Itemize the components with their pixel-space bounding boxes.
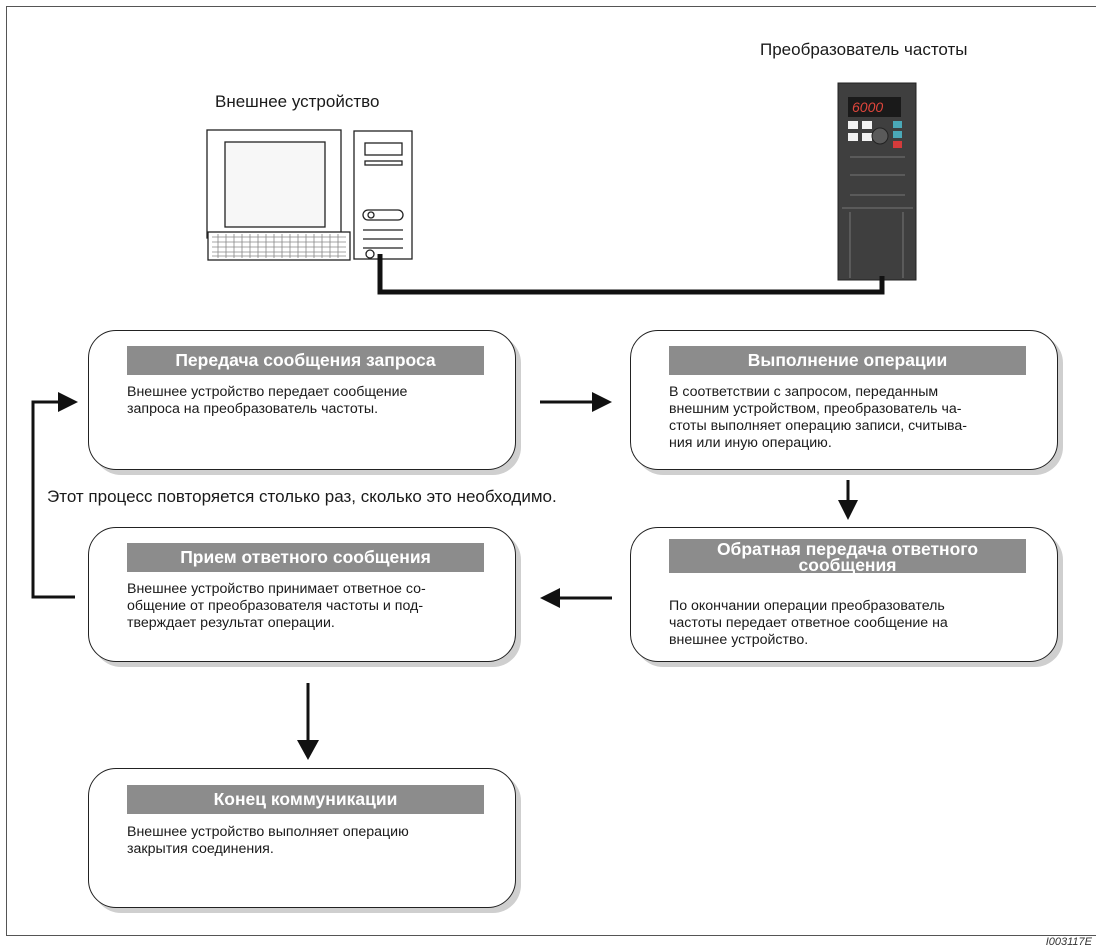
step-reply-transmission: Обратная передача ответного сообщения По… (630, 527, 1058, 662)
arrow-reply-to-reception (540, 588, 612, 608)
step-request-transmission: Передача сообщения запроса Внешнее устро… (88, 330, 516, 470)
step-description: По окончании операции преобразователь ча… (669, 598, 948, 648)
repeat-note: Этот процесс повторяется столько раз, ск… (47, 487, 557, 506)
step-title: Обратная передача ответного сообщения (669, 539, 1026, 574)
arrow-reception-to-end (297, 683, 319, 760)
arrow-repeat-loop (31, 392, 78, 599)
step-title: Конец коммуникации (127, 785, 484, 814)
step-description: Внешнее устройство выполняет операцию за… (127, 824, 409, 857)
step-description: В соответствии с запросом, переданным вн… (669, 384, 968, 451)
arrow-request-to-operation (540, 392, 612, 412)
figure-code: I003117E (1045, 936, 1092, 948)
inverter-label: Преобразователь частоты (760, 40, 968, 59)
communication-cable (377, 254, 885, 295)
arrow-operation-to-reply (838, 480, 858, 520)
computer-icon (206, 129, 413, 261)
step-title: Передача сообщения запроса (127, 346, 484, 375)
step-reply-reception: Прием ответного сообщения Внешнее устрой… (88, 527, 516, 662)
step-title: Выполнение операции (669, 346, 1026, 375)
inverter-device-icon (837, 82, 917, 281)
step-description: Внешнее устройство передает сообщение за… (127, 384, 408, 417)
inverter-display-text: 6000 (852, 99, 883, 115)
step-communication-end: Конец коммуникации Внешнее устройство вы… (88, 768, 516, 908)
step-operation-execution: Выполнение операции В соответствии с зап… (630, 330, 1058, 470)
step-title: Прием ответного сообщения (127, 543, 484, 572)
step-description: Внешнее устройство принимает ответное со… (127, 581, 426, 631)
figure-frame (6, 6, 1096, 936)
external-device-label: Внешнее устройство (215, 92, 380, 111)
